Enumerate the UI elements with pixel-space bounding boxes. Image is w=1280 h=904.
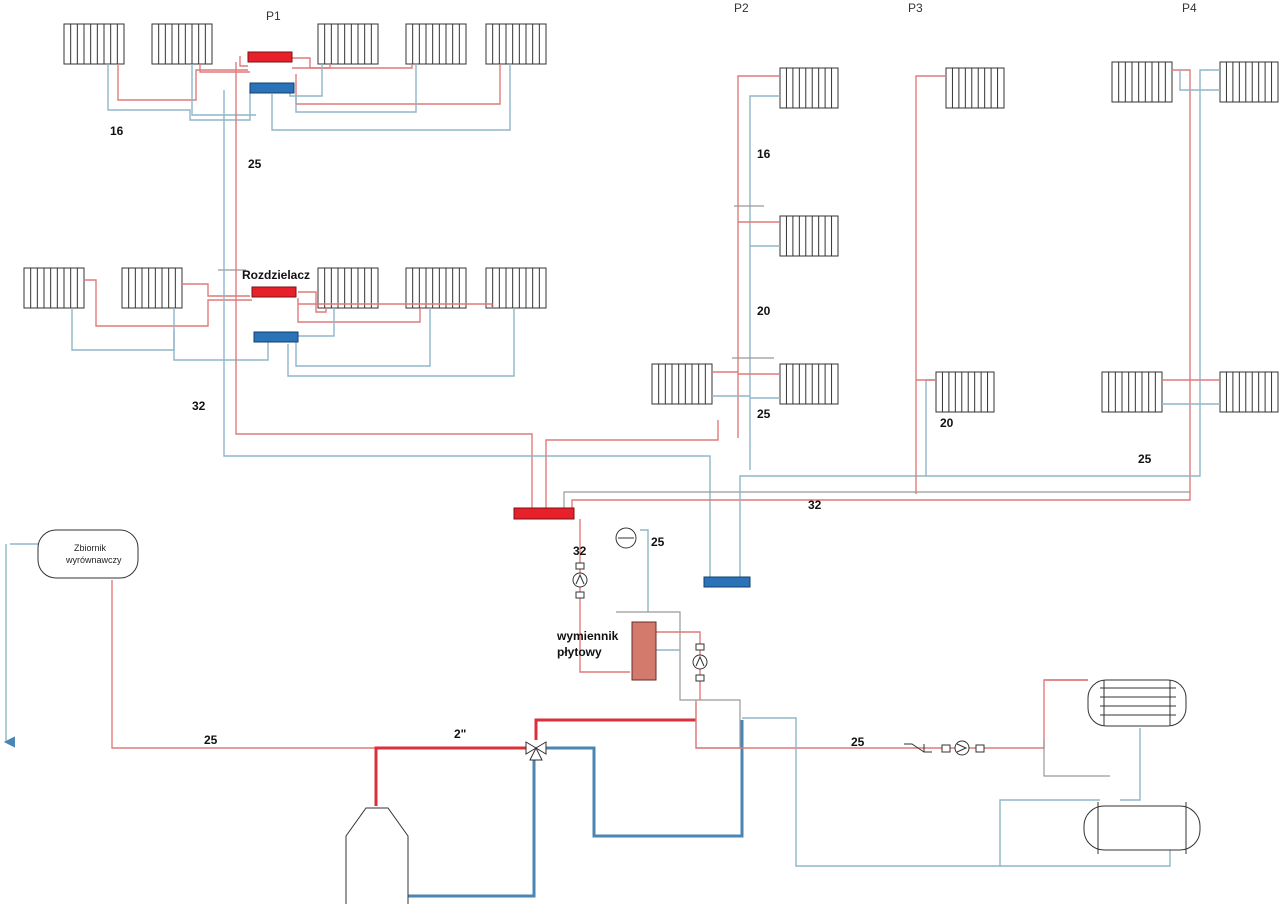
- radiator-icon: [317, 267, 379, 309]
- pipe-size-label: 25: [248, 157, 262, 171]
- pipe-size-label: 2": [454, 727, 466, 741]
- upper-main: [563, 69, 1220, 580]
- radiator-icon: [779, 363, 839, 405]
- expansion-tank: [37, 529, 139, 579]
- manifolds: [247, 51, 751, 588]
- pipe-size-label: 20: [757, 304, 771, 318]
- radiator-icon: [779, 67, 839, 109]
- exchanger-label-line2: płytowy: [557, 645, 602, 659]
- ground-radiators: [23, 267, 547, 309]
- three-way-valve-icon: [525, 741, 547, 761]
- collector-icon: [1087, 679, 1187, 727]
- pipe-size-label: 25: [851, 735, 865, 749]
- boiler-icon: [345, 807, 409, 904]
- floor-label-p2: P2: [734, 1, 749, 15]
- floor-label-p1: P1: [266, 9, 281, 23]
- pipe-size-label: 32: [573, 544, 587, 558]
- radiator-icon: [23, 267, 85, 309]
- pipe-size-label: 16: [110, 124, 124, 138]
- radiator-icon: [1101, 371, 1163, 413]
- radiator-icon: [405, 23, 467, 65]
- floor-label-p4: P4: [1182, 1, 1197, 15]
- exchanger-label-line1: wymiennik: [556, 629, 619, 643]
- plate-exchanger: [631, 621, 657, 681]
- manifold-return-main: [703, 576, 751, 588]
- radiator-icon: [1111, 61, 1173, 103]
- exchanger-circuit: [572, 519, 708, 701]
- pipe-size-label: 25: [651, 535, 665, 549]
- pipe-size-label: 25: [1138, 452, 1152, 466]
- pipe-size-label: 25: [204, 733, 218, 747]
- lower-circuit: [3, 543, 1171, 898]
- radiator-icon: [935, 371, 995, 413]
- main-risers: [223, 62, 719, 580]
- radiator-icon: [485, 267, 547, 309]
- pump-icon-1: [572, 562, 588, 599]
- p3-radiators: [935, 67, 1005, 413]
- radiator-icon: [779, 215, 839, 257]
- pipe-size-label: 32: [192, 399, 206, 413]
- radiator-icon: [945, 67, 1005, 109]
- manifold-supply-ground: [251, 286, 297, 298]
- pump-icon-3: [941, 740, 985, 756]
- storage-tank-icon: [1083, 802, 1201, 854]
- manifold-return-p1: [249, 82, 295, 94]
- floor-label-p3: P3: [908, 1, 923, 15]
- tank-label-line1: Zbiornik: [74, 543, 107, 553]
- radiator-icon: [405, 267, 467, 309]
- ground-pipes: [71, 269, 515, 377]
- manifold-return-ground: [253, 331, 299, 343]
- manifold-label: Rozdzielacz: [242, 268, 310, 282]
- radiator-icon: [1219, 371, 1279, 413]
- check-valve-icon: [904, 743, 932, 753]
- radiator-icon: [317, 23, 379, 65]
- manifold-supply-main: [513, 507, 575, 520]
- p1-radiators: [63, 23, 547, 65]
- pipe-size-label: 25: [757, 407, 771, 421]
- radiator-icon: [651, 363, 713, 405]
- radiator-icon: [151, 23, 213, 65]
- p2-radiators: [651, 67, 839, 405]
- pipe-size-label: 20: [940, 416, 954, 430]
- radiator-icon: [485, 23, 547, 65]
- pipe-size-label: 32: [808, 498, 822, 512]
- radiator-icon: [1219, 61, 1279, 103]
- radiator-icon: [121, 267, 183, 309]
- tank-label-line2: wyrównawczy: [65, 555, 122, 565]
- radiator-icon: [63, 23, 125, 65]
- p2-pipes: [712, 75, 780, 470]
- pipe-size-label: 16: [757, 147, 771, 161]
- manifold-supply-p1: [247, 51, 293, 63]
- pump-icon-2: [692, 643, 708, 682]
- p1-pipes: [107, 56, 511, 131]
- p4-radiators: [1101, 61, 1279, 413]
